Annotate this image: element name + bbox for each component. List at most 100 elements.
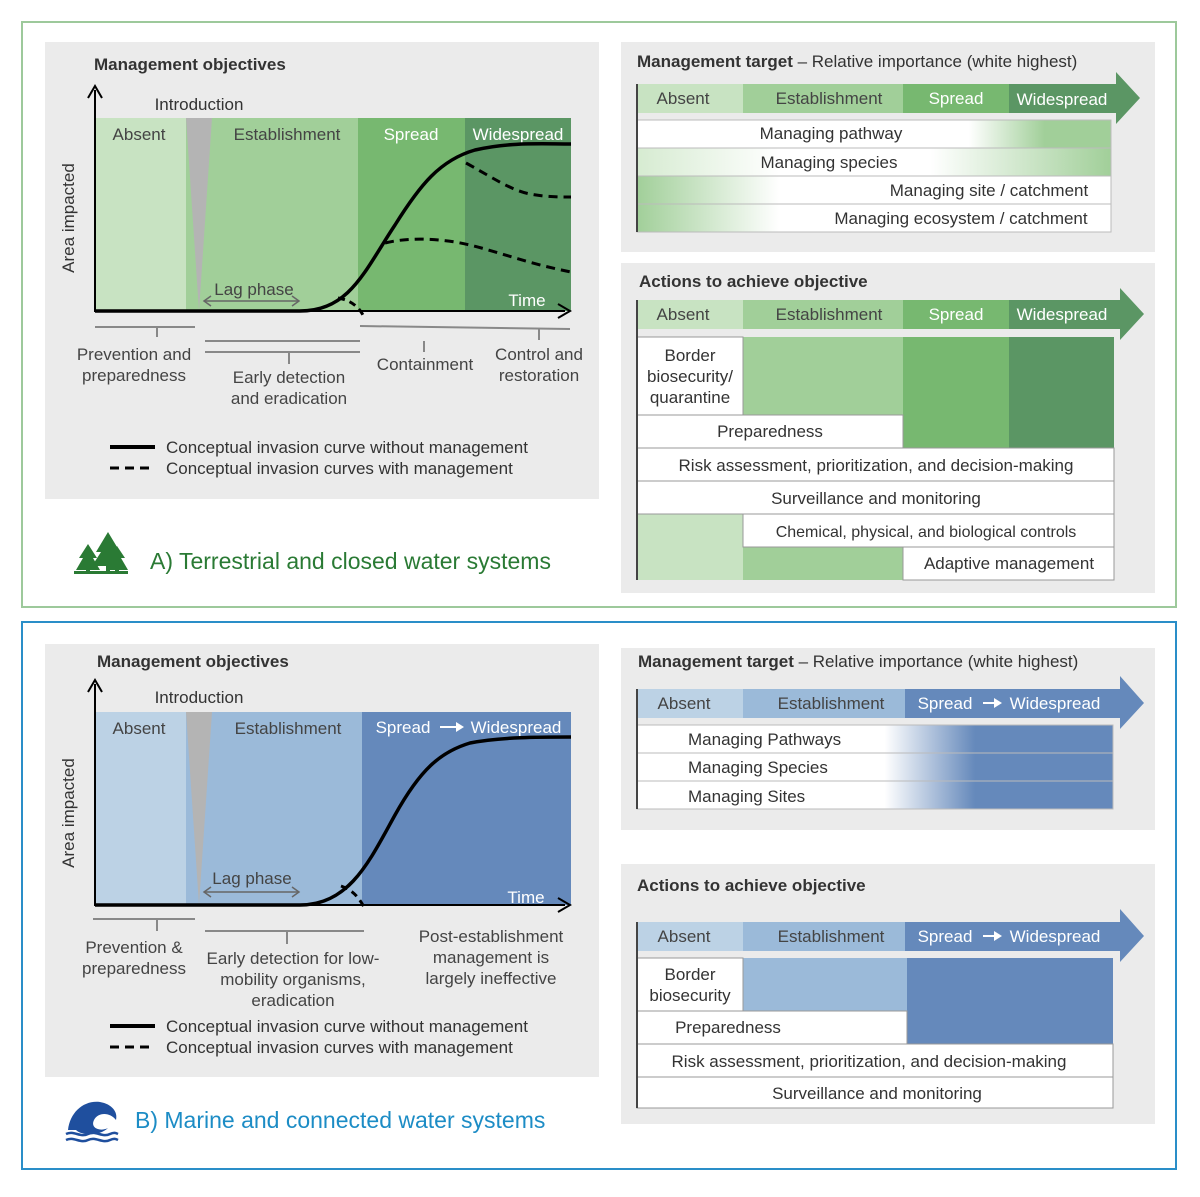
marine-action-border-line-1: Border: [664, 965, 715, 984]
terrestrial-target-row-ecosystem: [636, 203, 1112, 233]
marine-objective-post-3: largely ineffective: [425, 969, 556, 988]
marine-target-label-pathways: Managing Pathways: [688, 730, 841, 749]
marine-legend-solid-label: Conceptual invasion curve without manage…: [166, 1017, 528, 1036]
terrestrial-actions-fill-spread: [903, 337, 1009, 448]
terrestrial-actions-header-spread: [903, 300, 1009, 329]
terrestrial-phase-label-widespread: Widespread: [473, 125, 564, 144]
terrestrial-phase-spread-region: [358, 118, 465, 311]
terrestrial-y-axis-arrow: [87, 84, 103, 99]
terrestrial-introduction-label: Introduction: [155, 95, 244, 114]
forest-icon: [74, 532, 128, 574]
marine-introduction-label: Introduction: [155, 688, 244, 707]
terrestrial-objective-prevention-1: Prevention and: [77, 345, 191, 364]
terrestrial-curve-dashed-containment: [384, 237, 572, 274]
marine-actions-fill-spread: [907, 958, 1113, 1044]
marine-target-phase-widespread: Widespread: [1010, 694, 1101, 713]
marine-objective-detection-2: mobility organisms,: [220, 970, 366, 989]
marine-actions: Actions to achieve objective Absent Esta…: [621, 864, 1155, 1124]
terrestrial-target-label-ecosystem: Managing ecosystem / catchment: [834, 209, 1088, 228]
marine-management-target: Management target – Relative importance …: [621, 648, 1155, 830]
marine-target-header-establishment: [743, 689, 905, 718]
marine-chart-title: Management objectives: [97, 652, 289, 671]
marine-action-surveillance: [636, 1076, 1114, 1109]
marine-target-header-spread: [905, 676, 1144, 729]
terrestrial-target-label-site: Managing site / catchment: [890, 181, 1089, 200]
marine-phase-label-widespread: Widespread: [471, 718, 562, 737]
terrestrial-curve-dashed-control: [465, 161, 572, 199]
terrestrial-actions-fill-establishment-low: [743, 547, 903, 580]
terrestrial-action-risk-assessment-label: Risk assessment, prioritization, and dec…: [679, 456, 1074, 475]
terrestrial-phase-label-spread: Spread: [384, 125, 439, 144]
terrestrial-lag-phase-label: Lag phase: [214, 280, 293, 299]
terrestrial-phase-label-establishment: Establishment: [234, 125, 341, 144]
marine-action-border-biosecurity: [636, 957, 744, 1012]
terrestrial-actions-header-establishment: [743, 300, 903, 329]
marine-objective-post-1: Post-establishment: [419, 927, 564, 946]
marine-actions-header-spread: [905, 909, 1144, 962]
marine-objective-prevention-2: preparedness: [82, 959, 186, 978]
marine-actions-header-establishment: [743, 922, 905, 951]
terrestrial-phase-absent-region: [95, 118, 186, 311]
marine-target-title: Management target – Relative importance …: [638, 652, 1078, 671]
marine-y-axis-arrow: [87, 678, 103, 693]
terrestrial-action-risk-assessment: [636, 447, 1115, 482]
terrestrial-target-label-species: Managing species: [760, 153, 897, 172]
terrestrial-phase-establishment-region: [186, 118, 358, 311]
marine-y-axis-label: Area impacted: [59, 758, 78, 868]
terrestrial-target-phase-widespread: Widespread: [1017, 90, 1108, 109]
terrestrial-objective-containment: Containment: [377, 355, 474, 374]
marine-actions-phase-widespread: Widespread: [1010, 927, 1101, 946]
marine-x-axis-label: Time: [507, 888, 544, 907]
marine-actions-arrow-icon: [994, 931, 1002, 941]
terrestrial-phase-label-absent: Absent: [113, 125, 166, 144]
marine-caption: B) Marine and connected water systems: [135, 1107, 545, 1133]
marine-introduction-wedge: [186, 712, 212, 905]
marine-actions-phase-establishment: Establishment: [778, 927, 885, 946]
terrestrial-objectives-chart: Management objectives Absent Establishme…: [45, 42, 599, 499]
marine-target-header-absent: [637, 689, 743, 718]
marine-phase-label-spread: Spread: [376, 718, 431, 737]
terrestrial-actions-phase-establishment: Establishment: [776, 305, 883, 324]
terrestrial-objective-detection-1: Early detection: [233, 368, 345, 387]
terrestrial-y-axis-label: Area impacted: [59, 163, 78, 273]
terrestrial-objective-detection-2: and eradication: [231, 389, 347, 408]
terrestrial-x-axis-label: Time: [508, 291, 545, 310]
terrestrial-action-controls-label: Chemical, physical, and biological contr…: [776, 524, 1077, 541]
wave-icon: [65, 1101, 119, 1143]
marine-phase-label-establishment: Establishment: [235, 719, 342, 738]
marine-actions-header-absent: [637, 922, 743, 951]
marine-lag-arrow-right: [291, 886, 301, 898]
terrestrial-caption: A) Terrestrial and closed water systems: [150, 548, 551, 574]
marine-legend-dashed-label: Conceptual invasion curves with manageme…: [166, 1038, 513, 1057]
terrestrial-actions-header-widespread: [1009, 288, 1144, 340]
marine-phase-spread-region: [362, 712, 571, 905]
terrestrial-target-header-establishment: [743, 84, 903, 113]
terrestrial-introduction-wedge: [186, 118, 212, 311]
marine-objective-detection-1: Early detection for low-: [207, 949, 380, 968]
terrestrial-action-surveillance-label: Surveillance and monitoring: [771, 489, 981, 508]
marine-phase-establishment-region: [186, 712, 362, 905]
terrestrial-objective-control-2: restoration: [499, 366, 579, 385]
terrestrial-action-adaptive-label: Adaptive management: [924, 554, 1094, 573]
terrestrial-objective-prevention-2: preparedness: [82, 366, 186, 385]
terrestrial-actions-fill-absent-low: [637, 514, 743, 580]
marine-target-row-species: [636, 752, 1114, 782]
marine-objectives-chart: Management objectives Absent Establishme…: [45, 644, 599, 1077]
marine-x-axis-arrow: [557, 897, 572, 913]
terrestrial-actions-header-absent: [637, 300, 743, 329]
terrestrial-actions-fill-widespread: [1009, 337, 1114, 448]
terrestrial-target-phase-absent: Absent: [657, 89, 710, 108]
marine-target-label-species: Managing Species: [688, 758, 828, 777]
terrestrial-objective-control-1: Control and: [495, 345, 583, 364]
terrestrial-target-title-bold: Management target: [637, 52, 793, 71]
marine-target-label-sites: Managing Sites: [688, 787, 805, 806]
marine-action-surveillance-label: Surveillance and monitoring: [772, 1084, 982, 1103]
terrestrial-lag-arrow-right: [291, 295, 301, 307]
terrestrial-action-preparedness-label: Preparedness: [717, 422, 823, 441]
terrestrial-actions-phase-widespread: Widespread: [1017, 305, 1108, 324]
terrestrial-legend-dashed-label: Conceptual invasion curves with manageme…: [166, 459, 513, 478]
marine-actions-phase-spread: Spread: [918, 927, 973, 946]
terrestrial-x-axis-arrow: [557, 303, 572, 319]
terrestrial-management-target: Management target – Relative importance …: [621, 42, 1155, 252]
marine-target-title-bold: Management target: [638, 652, 794, 671]
